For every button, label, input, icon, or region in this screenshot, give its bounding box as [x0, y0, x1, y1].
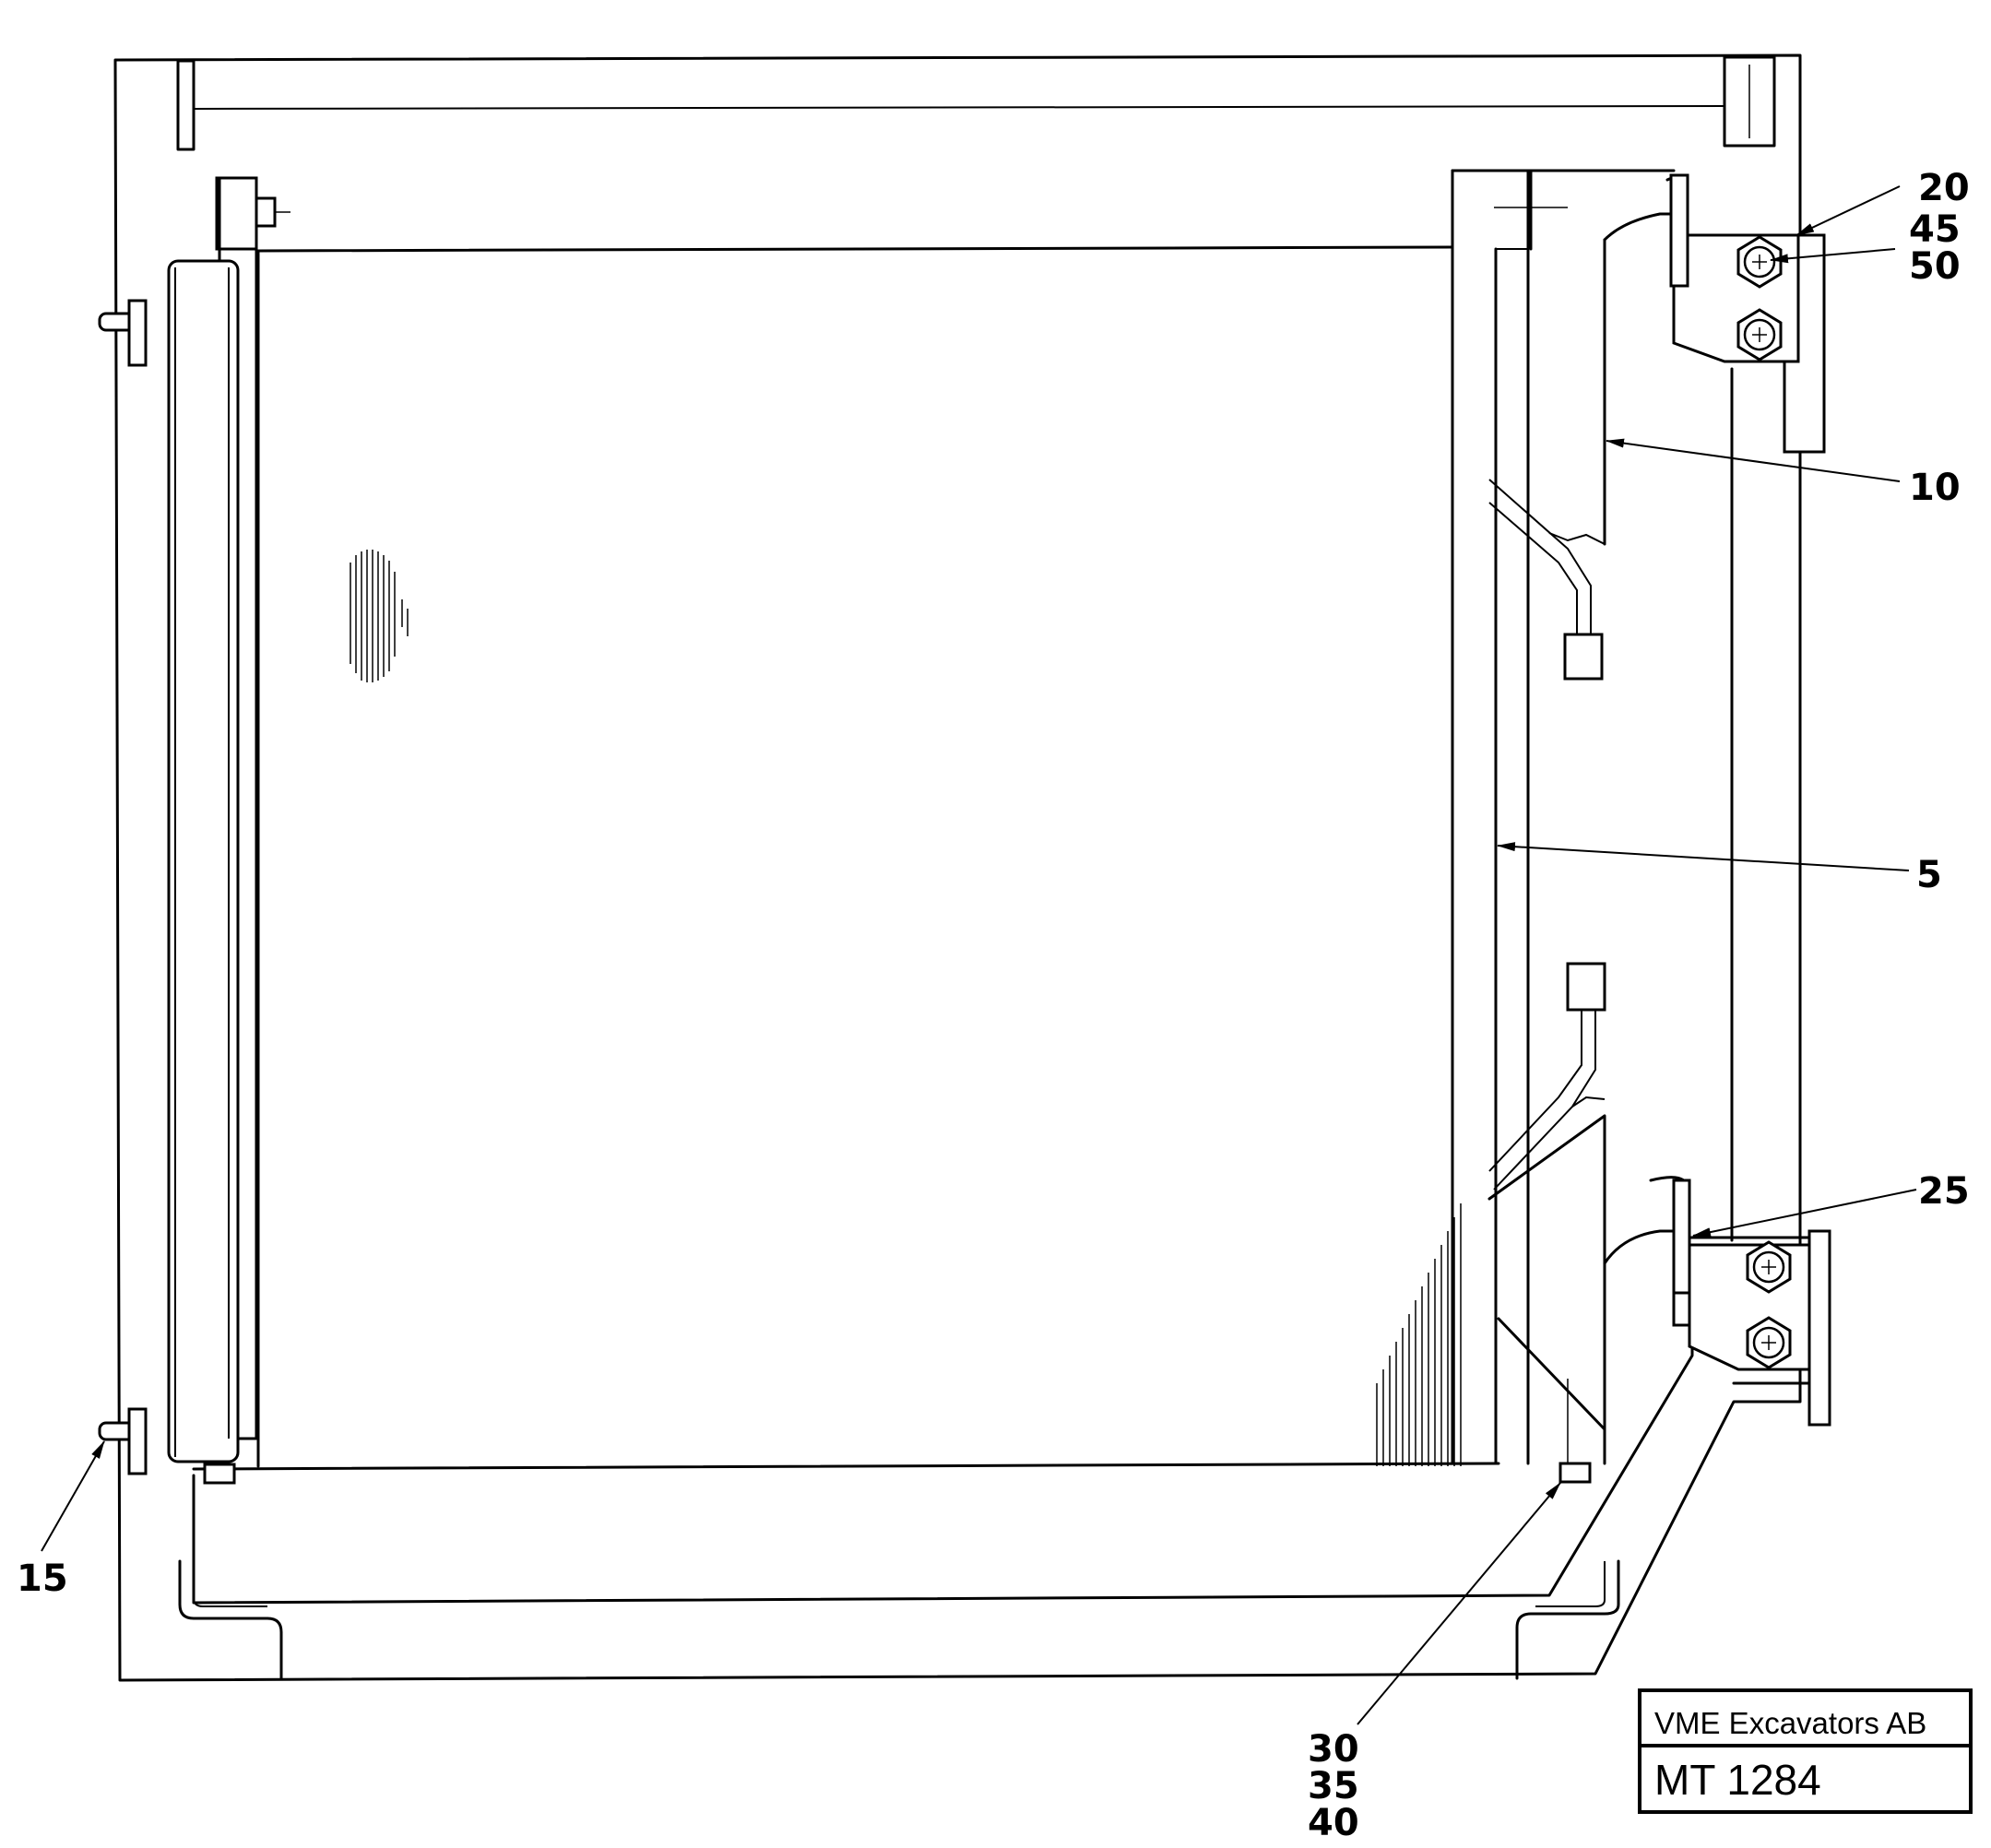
- callout-20: 20: [1795, 167, 1970, 236]
- bolt-upper-1: [1736, 235, 1783, 289]
- hinge-pin-bottom: [98, 1407, 148, 1475]
- callout-35-label: 35: [1308, 1765, 1359, 1807]
- callout-10-label: 10: [1909, 467, 1961, 509]
- title-block: VME Excavators AB MT 1284: [1638, 1688, 1973, 1814]
- callout-45-50: 45 50: [1770, 208, 1961, 288]
- callout-30-35-40: 30 35 40: [1308, 1482, 1561, 1844]
- callout-10: 10: [1606, 438, 1961, 509]
- callout-25: 25: [1692, 1170, 1970, 1238]
- bolt-upper-2: [1736, 308, 1783, 361]
- callout-30-label: 30: [1308, 1728, 1359, 1771]
- callout-45-label: 45: [1909, 208, 1961, 251]
- condenser-core: [192, 245, 1500, 1471]
- right-header-tank: [1451, 169, 1689, 1484]
- callout-15-label: 15: [17, 1558, 68, 1600]
- lower-mount-bracket: [1649, 1176, 1811, 1371]
- core-hatch-left: [350, 550, 409, 682]
- bolt-lower-1: [1746, 1240, 1792, 1294]
- callout-50-label: 50: [1909, 245, 1961, 288]
- callout-15: 15: [17, 1440, 105, 1600]
- core-fins-right: [1376, 1203, 1462, 1466]
- outer-frame: [113, 53, 1802, 1682]
- left-side-rail: [98, 176, 290, 1485]
- callout-20-label: 20: [1918, 167, 1970, 209]
- bolt-lower-2: [1746, 1316, 1792, 1369]
- drawing-number: MT 1284: [1654, 1756, 1821, 1804]
- upper-mount-bracket: [1665, 173, 1800, 363]
- callout-5: 5: [1497, 842, 1942, 896]
- company-name: VME Excavators AB: [1654, 1706, 1926, 1740]
- callout-5-label: 5: [1916, 854, 1942, 896]
- callout-25-label: 25: [1918, 1170, 1970, 1213]
- hinge-pin-top: [98, 299, 148, 367]
- callout-40-label: 40: [1308, 1802, 1359, 1844]
- bottom-brackets: [178, 1289, 1694, 1680]
